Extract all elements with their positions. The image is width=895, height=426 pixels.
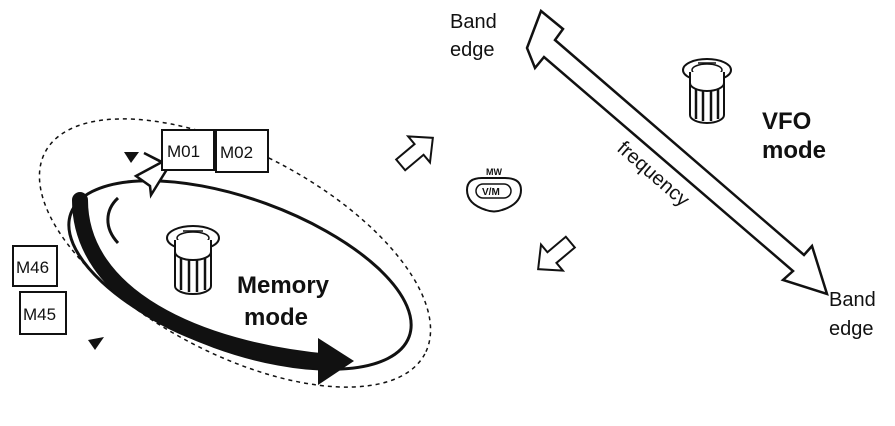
vm-button-top-label: MW (486, 167, 502, 177)
memory-channel-m46: M46 (12, 245, 58, 287)
vfo-mode-line1: VFO (762, 108, 811, 135)
vm-button-main-label: V/M (482, 187, 500, 198)
vfo-tuning-knob-icon (682, 58, 732, 124)
memory-channel-label: M45 (23, 305, 56, 324)
dotted-outer-ellipse (38, 118, 432, 388)
memory-mode-line2: mode (244, 304, 308, 331)
memory-channel-label: M02 (220, 143, 253, 162)
band-edge-bottom-line2: edge (829, 318, 874, 340)
dotted-arrowhead-bottom (88, 337, 104, 350)
hollow-arrow-down-left (537, 235, 577, 272)
frequency-double-arrow (525, 8, 829, 296)
memory-tuning-knob-icon (166, 225, 220, 295)
memory-channel-label: M01 (167, 142, 200, 161)
dotted-arrowhead-top (124, 152, 139, 163)
memory-channel-m01: M01 (161, 129, 215, 171)
memory-channel-label: M46 (16, 258, 49, 277)
vfo-mode-line2: mode (762, 137, 826, 164)
vm-button: MW V/M (465, 167, 523, 213)
band-edge-top-line1: Band (450, 11, 497, 33)
hollow-arrow-up-right (394, 135, 434, 172)
band-edge-bottom-line1: Band (829, 289, 876, 311)
memory-channel-m02: M02 (215, 129, 269, 173)
memory-mode-line1: Memory (237, 272, 330, 299)
band-edge-top-line2: edge (450, 39, 495, 61)
memory-channel-m45: M45 (19, 291, 67, 335)
